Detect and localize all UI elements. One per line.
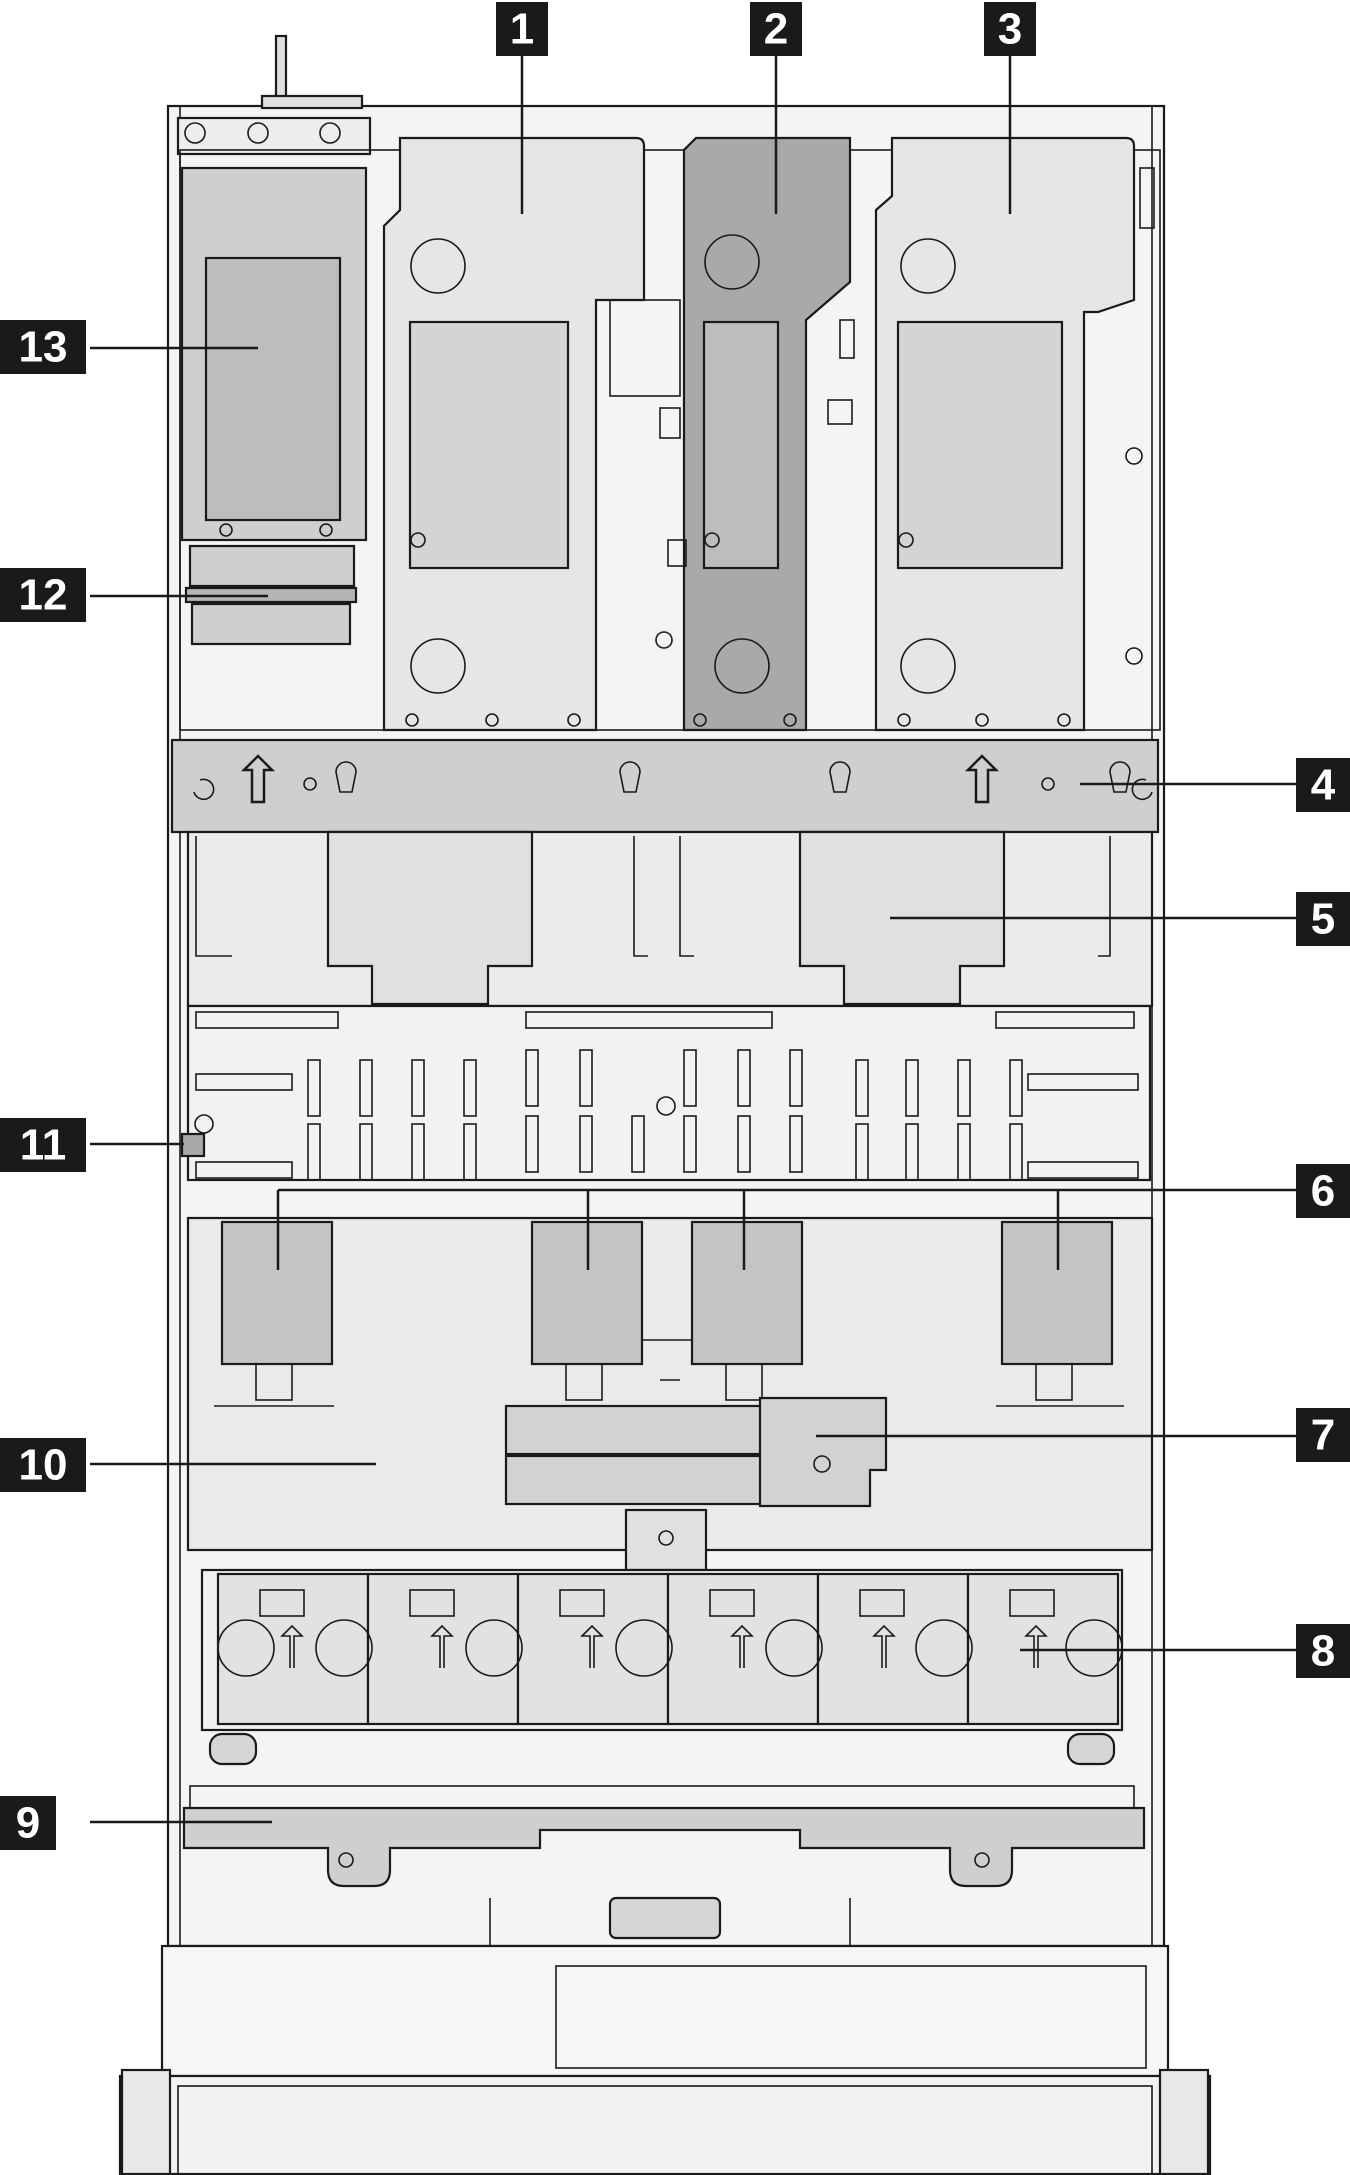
m2-adapter [504, 1396, 888, 1508]
callout-label: 6 [1311, 1167, 1335, 1216]
front-bracket [182, 1785, 1146, 1888]
bracket-bar [170, 738, 1160, 834]
front-io [489, 1896, 851, 1946]
callout-label: 9 [16, 1799, 40, 1848]
callout-10: 10 [0, 1438, 86, 1492]
callout-7: 7 [1296, 1408, 1350, 1462]
riser-1 [382, 136, 646, 732]
front-bezel [118, 1944, 1212, 2175]
small-card-module [184, 544, 358, 646]
callout-1: 1 [496, 2, 548, 56]
fan-slots [216, 1572, 1123, 1726]
callout-label: 3 [998, 5, 1022, 54]
cable-modules [220, 1220, 1114, 1401]
callout-label: 8 [1311, 1627, 1335, 1676]
memory-slot-strip [186, 1004, 1152, 1182]
callout-label: 13 [19, 323, 68, 372]
power-supply-unit [176, 116, 372, 542]
callout-8: 8 [1296, 1624, 1350, 1678]
callout-label: 12 [19, 571, 68, 620]
callout-label: 11 [20, 1121, 67, 1170]
right-rear-details [1125, 167, 1155, 665]
riser-3 [874, 136, 1136, 732]
intrusion-switch [180, 1132, 206, 1158]
callout-6: 6 [1296, 1164, 1350, 1218]
callout-13: 13 [0, 320, 86, 374]
callout-12: 12 [0, 568, 86, 622]
center-latch [624, 1508, 708, 1572]
motherboard-details [609, 299, 855, 649]
callout-4: 4 [1296, 758, 1350, 812]
callout-2: 2 [750, 2, 802, 56]
callout-label: 5 [1311, 895, 1335, 944]
callout-9: 9 [0, 1796, 56, 1850]
callout-5: 5 [1296, 892, 1350, 946]
callout-label: 7 [1311, 1411, 1335, 1460]
callout-label: 4 [1311, 761, 1336, 810]
riser-2 [682, 136, 852, 732]
callout-label: 10 [19, 1441, 68, 1490]
callout-11: 11 [0, 1118, 86, 1172]
callout-label: 1 [510, 5, 534, 54]
callout-3: 3 [984, 2, 1036, 56]
callout-label: 2 [764, 5, 788, 54]
leader-lines [90, 56, 1296, 1824]
